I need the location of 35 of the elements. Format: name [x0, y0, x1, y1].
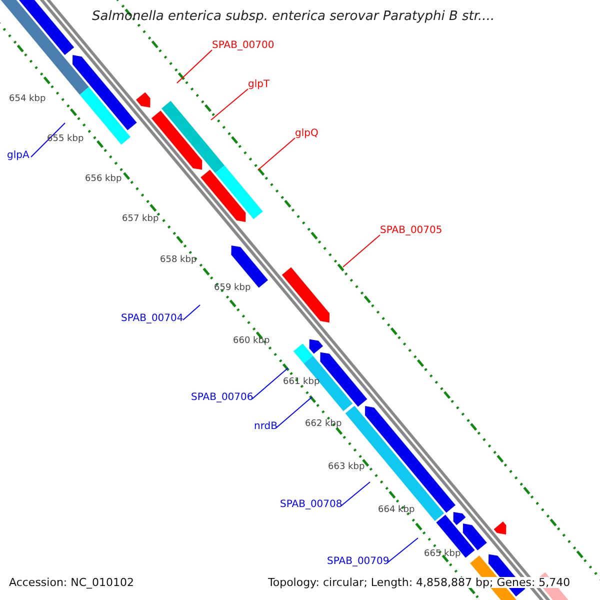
gene-label: SPAB_00708 [280, 500, 342, 510]
gene-label: SPAB_00709 [327, 557, 390, 567]
scale-label: 659 kbp [214, 284, 251, 293]
scale-label: 661 kbp [283, 378, 320, 387]
genome-info-text: Topology: circular; Length: 4,858,887 bp; Genes: 5,740 [268, 577, 570, 588]
leader-line [258, 138, 296, 170]
leader-line [252, 368, 288, 400]
scale-label: 664 kbp [378, 506, 415, 515]
scale-label: 656 kbp [85, 175, 122, 184]
scale-label: 655 kbp [47, 135, 84, 144]
gene-label: SPAB_00700 [212, 41, 274, 51]
map-title: Salmonella enterica subsp. enterica serovar Paratyphi B str.... [92, 10, 495, 23]
gene-label: glpT [248, 80, 270, 90]
gene-label: SPAB_00706 [191, 393, 254, 403]
leader-line [210, 88, 248, 120]
leader-line [340, 482, 370, 506]
gene-label: SPAB_00705 [380, 226, 442, 236]
accession-text: Accession: NC_010102 [9, 577, 134, 588]
gene-label: glpA [7, 151, 30, 161]
leader-line [30, 122, 66, 158]
leader-line [342, 234, 380, 268]
scale-label: 663 kbp [328, 463, 365, 472]
gene-label: SPAB_00704 [121, 314, 184, 324]
scale-label: 658 kbp [160, 256, 197, 265]
leader-line [276, 396, 312, 428]
leader-line [176, 50, 212, 84]
leader-line [182, 304, 200, 320]
scale-label: 665 kbp [424, 550, 461, 559]
scale-label: 660 kbp [233, 337, 270, 346]
scale-label: 662 kbp [305, 420, 342, 429]
leader-line [386, 538, 418, 564]
scale-label: 654 kbp [9, 95, 46, 104]
gene-label: nrdB [254, 422, 278, 432]
scale-label: 657 kbp [122, 215, 159, 224]
gene-label: glpQ [295, 129, 318, 139]
